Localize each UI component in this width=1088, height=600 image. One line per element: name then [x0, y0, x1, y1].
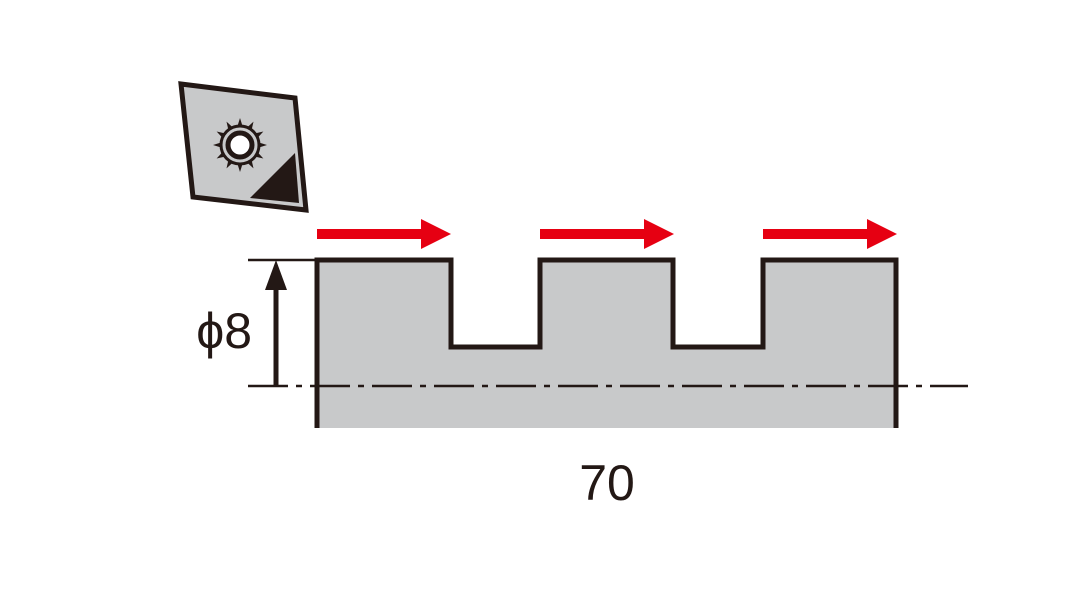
workpiece-profile: [317, 260, 896, 428]
feed-arrow-right-icon: [317, 219, 451, 249]
feed-arrow-right-icon: [763, 219, 897, 249]
diameter-dimension: ϕ8: [196, 258, 317, 386]
workpiece-outline: [314, 257, 899, 428]
insert-screw-hole-icon: [213, 118, 267, 172]
insert-corner-marker: [250, 153, 299, 203]
diameter-label: ϕ8: [196, 303, 252, 359]
dimension-arrow-up-icon: [265, 260, 287, 290]
feed-arrow-right-icon: [540, 219, 674, 249]
length-label: 70: [579, 455, 635, 511]
feed-direction-arrows: [317, 219, 897, 249]
cutting-insert-icon: [178, 81, 309, 213]
